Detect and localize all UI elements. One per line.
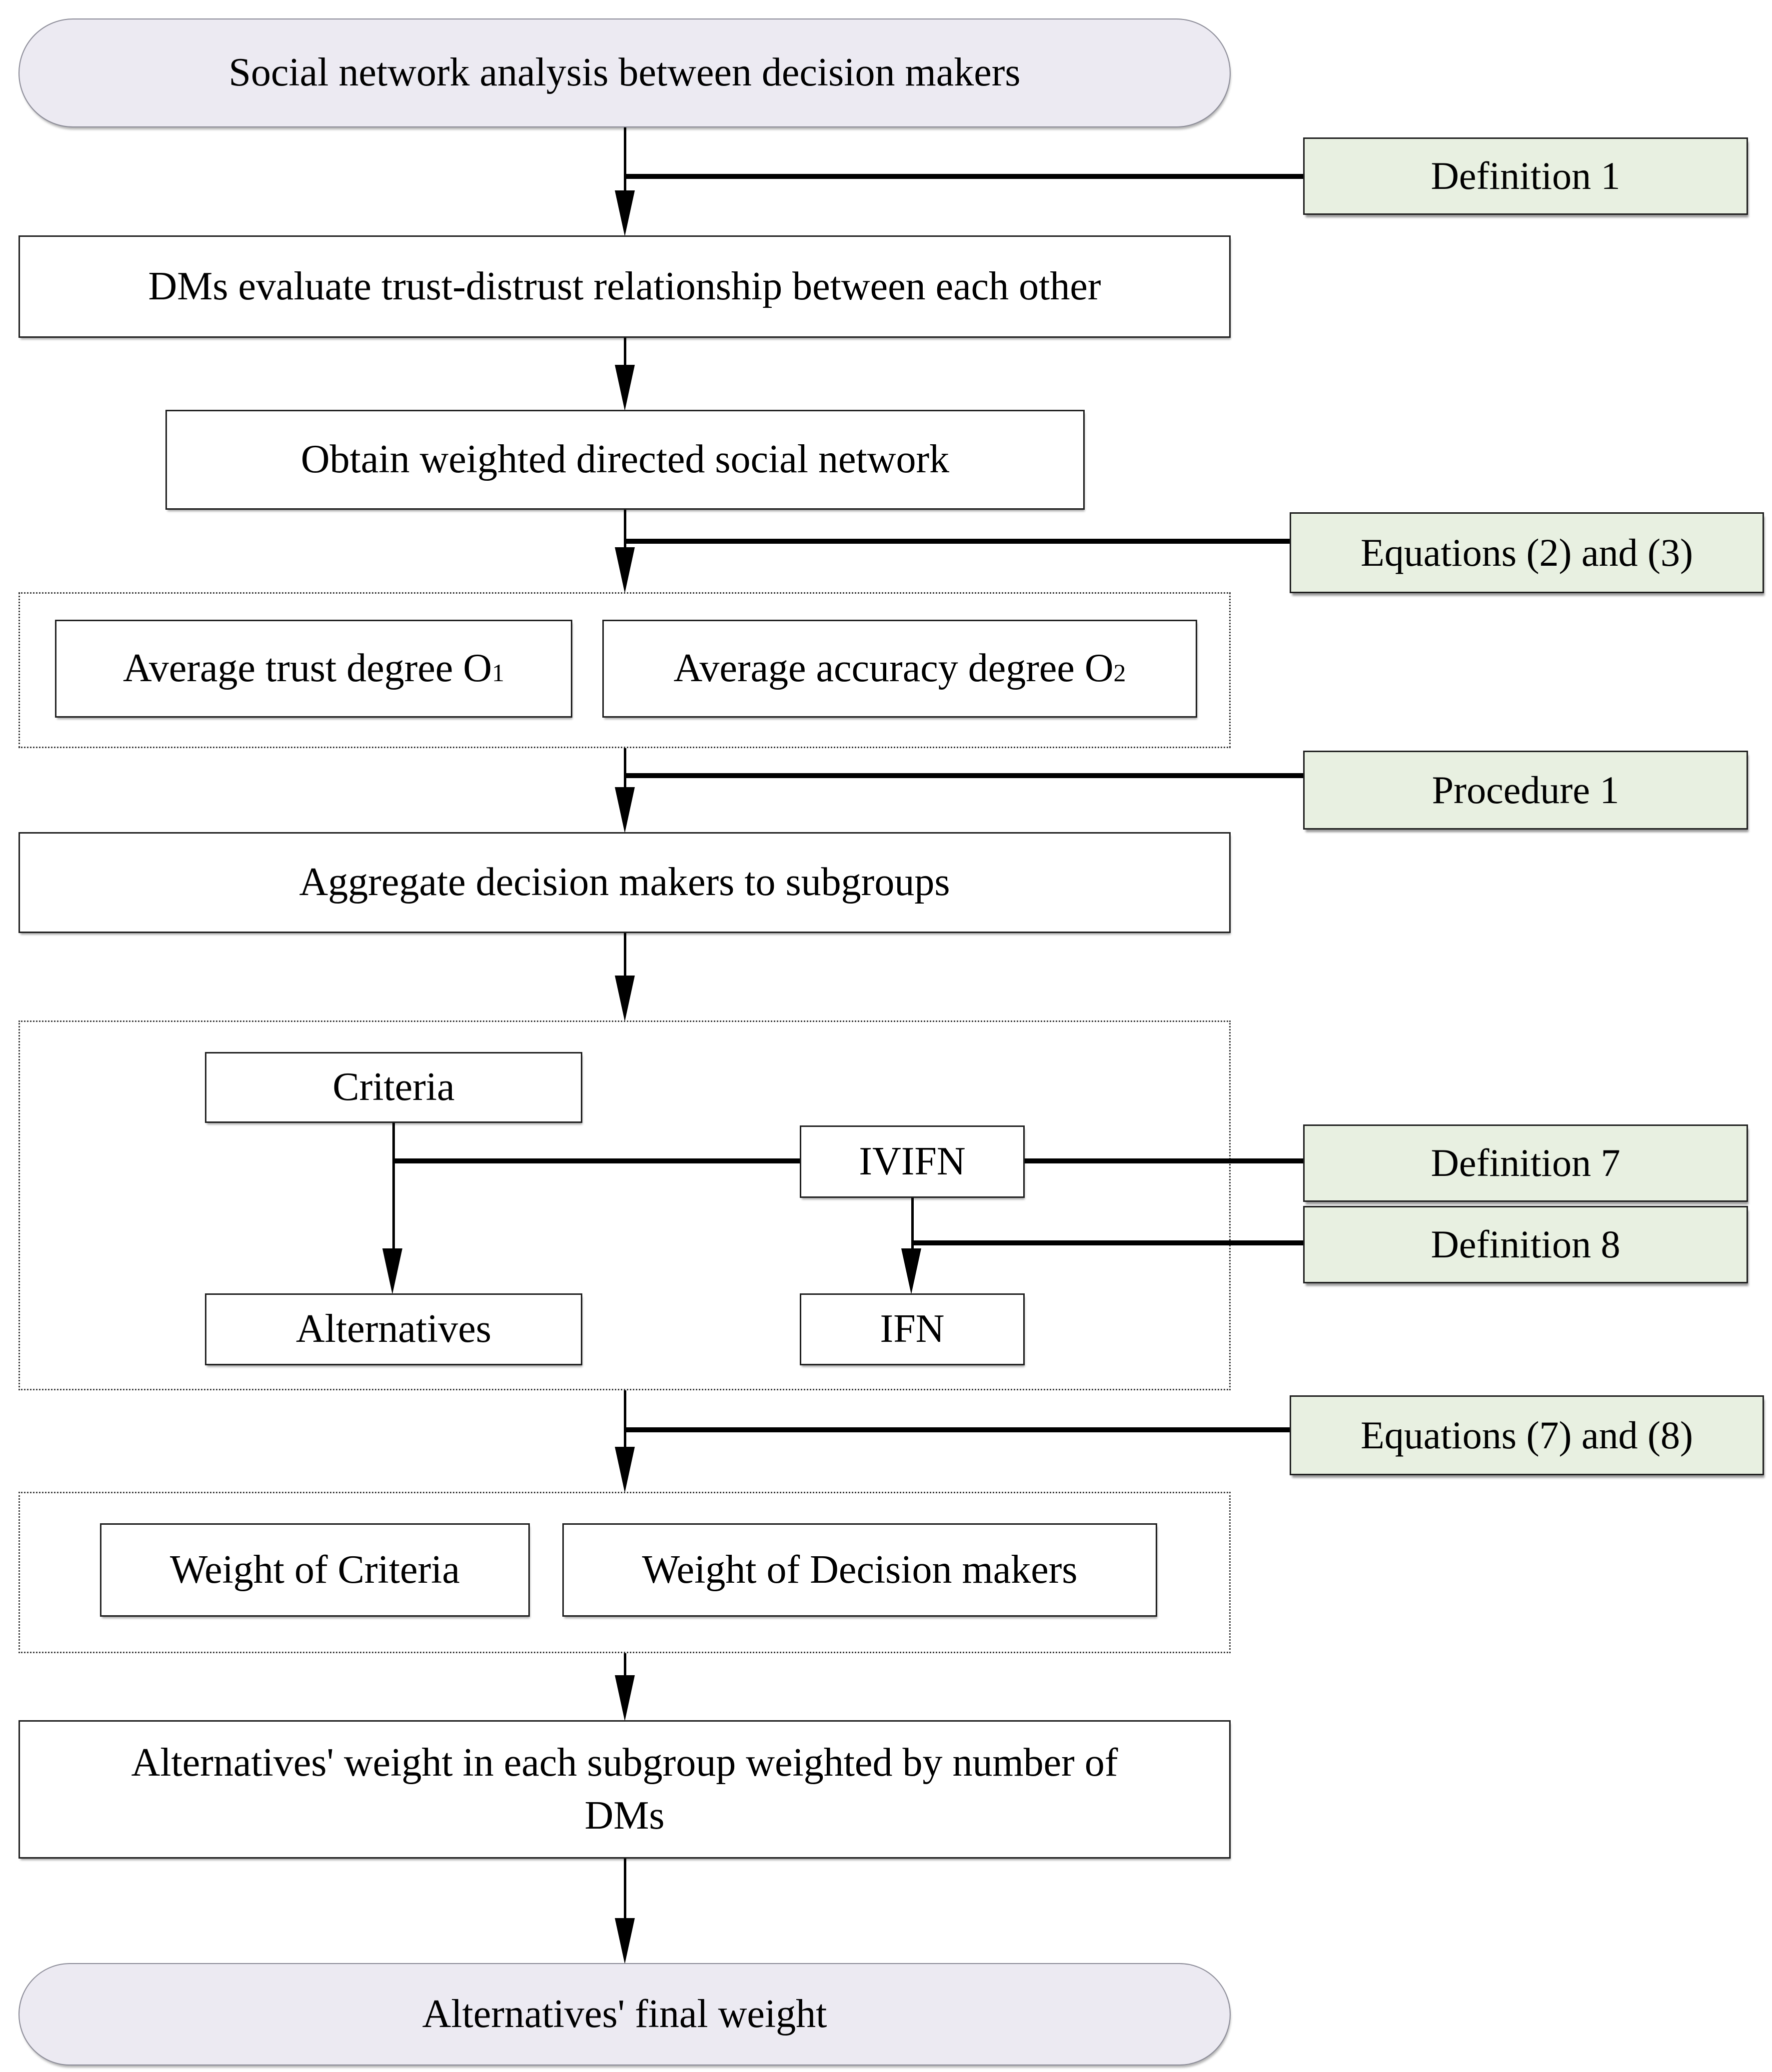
node-obtain-label: Obtain weighted directed social network — [300, 437, 950, 482]
node-final: Alternatives' final weight — [18, 1963, 1231, 2066]
group-average-degrees — [18, 592, 1231, 748]
annotation-equations23: Equations (2) and (3) — [1290, 512, 1764, 593]
node-ivifn: IVIFN — [800, 1125, 1025, 1198]
node-average-trust-label: Average trust degree O1 — [123, 646, 504, 691]
annotation-definition7: Definition 7 — [1303, 1124, 1748, 1202]
connector-equations78 — [625, 1427, 1290, 1432]
arrowhead-icon — [615, 365, 635, 411]
node-ifn-label: IFN — [880, 1307, 945, 1351]
flow-line-evaluate-obtain — [624, 338, 626, 367]
connector-criteria-ivifn — [393, 1158, 800, 1163]
flow-line-subgroup-final — [624, 1859, 626, 1921]
node-criteria: Criteria — [205, 1052, 582, 1123]
annotation-definition7-label: Definition 7 — [1431, 1141, 1621, 1185]
annotation-procedure1-label: Procedure 1 — [1432, 768, 1620, 812]
flow-line-start-evaluate — [624, 127, 626, 193]
node-criteria-label: Criteria — [332, 1065, 455, 1109]
node-subgroup-weight: Alternatives' weight in each subgroup we… — [18, 1720, 1231, 1859]
flow-line-ivifn-ifn — [911, 1198, 914, 1249]
arrowhead-icon — [382, 1248, 402, 1294]
node-ivifn-label: IVIFN — [859, 1139, 966, 1183]
flow-line-criteria-alternatives — [392, 1123, 395, 1249]
node-aggregate: Aggregate decision makers to subgroups — [18, 832, 1231, 933]
node-start-label: Social network analysis between decision… — [228, 50, 1021, 95]
connector-definition1 — [625, 174, 1303, 179]
arrowhead-icon — [901, 1248, 921, 1294]
annotation-definition1: Definition 1 — [1303, 137, 1748, 215]
node-start: Social network analysis between decision… — [18, 18, 1231, 127]
node-alternatives-label: Alternatives — [296, 1307, 491, 1351]
node-ifn: IFN — [800, 1293, 1025, 1365]
connector-definition7 — [1025, 1158, 1303, 1163]
annotation-definition8-label: Definition 8 — [1431, 1222, 1621, 1266]
node-average-accuracy: Average accuracy degree O2 — [602, 620, 1197, 718]
connector-equations23 — [625, 539, 1290, 544]
node-subgroup-weight-label: Alternatives' weight in each subgroup we… — [131, 1740, 1118, 1838]
subscript-1: 1 — [492, 659, 504, 687]
annotation-definition1-label: Definition 1 — [1431, 154, 1621, 198]
annotation-procedure1: Procedure 1 — [1303, 751, 1748, 830]
subscript-2: 2 — [1113, 659, 1126, 687]
node-weight-criteria: Weight of Criteria — [100, 1523, 530, 1617]
node-alternatives: Alternatives — [205, 1293, 582, 1365]
flow-line-weights-subgroup — [624, 1653, 626, 1679]
flow-line-aggregate-group2 — [624, 933, 626, 980]
node-average-trust: Average trust degree O1 — [55, 620, 572, 718]
annotation-definition8: Definition 8 — [1303, 1206, 1748, 1283]
arrowhead-icon — [615, 190, 635, 236]
group-evaluation-structure — [18, 1021, 1231, 1390]
node-aggregate-label: Aggregate decision makers to subgroups — [299, 860, 950, 905]
arrowhead-icon — [615, 787, 635, 833]
connector-procedure1 — [625, 773, 1303, 778]
node-average-accuracy-label: Average accuracy degree O2 — [673, 646, 1126, 691]
node-evaluate-label: DMs evaluate trust-distrust relationship… — [148, 264, 1101, 308]
node-weight-criteria-label: Weight of Criteria — [169, 1547, 460, 1592]
node-final-label: Alternatives' final weight — [422, 1992, 827, 2036]
annotation-equations23-label: Equations (2) and (3) — [1361, 530, 1693, 574]
flow-line-obtain-averages — [624, 510, 626, 550]
node-evaluate: DMs evaluate trust-distrust relationship… — [18, 235, 1231, 338]
node-obtain: Obtain weighted directed social network — [165, 410, 1085, 510]
annotation-equations78: Equations (7) and (8) — [1290, 1395, 1764, 1475]
node-weight-dms-label: Weight of Decision makers — [642, 1547, 1078, 1592]
arrowhead-icon — [615, 1675, 635, 1721]
node-weight-dms: Weight of Decision makers — [562, 1523, 1157, 1617]
arrowhead-icon — [615, 1447, 635, 1493]
arrowhead-icon — [615, 976, 635, 1022]
connector-definition8 — [912, 1240, 1303, 1245]
group-weights — [18, 1492, 1231, 1653]
flow-line-averages-aggregate — [624, 748, 626, 790]
flow-line-group2-weights — [624, 1390, 626, 1449]
arrowhead-icon — [615, 547, 635, 593]
annotation-equations78-label: Equations (7) and (8) — [1361, 1413, 1693, 1457]
arrowhead-icon — [615, 1918, 635, 1964]
